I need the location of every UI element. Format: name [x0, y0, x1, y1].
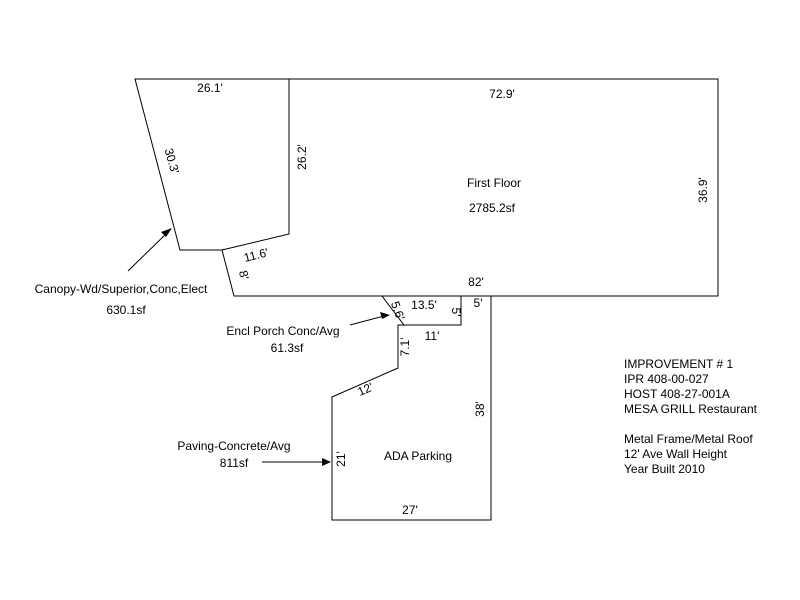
canopy-divider-wall — [221, 79, 290, 251]
canopy-callout-area: 630.1sf — [106, 303, 146, 317]
canopy-arrow-line — [127, 231, 169, 272]
info-line-ipr: IPR 408-00-027 — [624, 372, 709, 386]
first-floor-area: 2785.2sf — [469, 201, 516, 215]
info-line-name: MESA GRILL Restaurant — [624, 402, 758, 416]
porch-arrow-line — [349, 315, 385, 326]
dim-porch-right: 5' — [449, 308, 463, 317]
dim-parking-diagonal: 12' — [355, 380, 375, 399]
dim-canopy-left: 30.3' — [162, 147, 183, 176]
dim-parking-right: 38' — [473, 401, 487, 417]
porch-arrow-head — [380, 312, 390, 319]
dim-porch-top: 13.5' — [411, 298, 437, 312]
dim-porch-diagonal: 5.6' — [388, 299, 408, 322]
dim-canopy-top: 26.1' — [197, 81, 223, 95]
paving-arrow-head — [322, 458, 331, 466]
info-line-year-built: Year Built 2010 — [624, 462, 705, 476]
info-line-wall-height: 12' Ave Wall Height — [624, 447, 728, 461]
dim-porch-bottom: 11' — [425, 329, 440, 343]
canopy-arrow-head — [161, 228, 172, 237]
improvement-info-block: IMPROVEMENT # 1 IPR 408-00-027 HOST 408-… — [624, 357, 758, 476]
ada-parking-outline — [331, 296, 492, 521]
dim-canopy-bottom: 11.6' — [242, 245, 269, 265]
dim-parking-bottom: 27' — [402, 503, 418, 517]
dim-first-floor-bottom: 82' — [468, 275, 484, 289]
paving-callout-area: 811sf — [220, 456, 249, 470]
info-line-host: HOST 408-27-001A — [624, 387, 730, 401]
info-line-construction: Metal Frame/Metal Roof — [624, 432, 753, 446]
dim-parking-short-left: 7.1' — [398, 338, 412, 357]
enclosed-porch-outline — [380, 295, 462, 326]
canopy-callout-label: Canopy-Wd/Superior,Conc,Elect — [35, 282, 208, 296]
info-line-improvement: IMPROVEMENT # 1 — [624, 357, 733, 371]
dim-divider-wall: 26.2' — [295, 144, 309, 170]
dim-parking-notch: 5' — [474, 296, 483, 310]
ada-parking-label: ADA Parking — [384, 449, 452, 463]
dim-canopy-short-edge: 8' — [236, 269, 252, 281]
paving-callout-label: Paving-Concrete/Avg — [177, 439, 290, 453]
porch-callout-label: Encl Porch Conc/Avg — [226, 324, 339, 338]
porch-callout-area: 61.3sf — [271, 341, 304, 355]
main-building-outline — [134, 78, 719, 297]
first-floor-label: First Floor — [467, 176, 521, 190]
dim-first-floor-right: 36.9' — [696, 177, 710, 203]
dim-first-floor-top: 72.9' — [489, 87, 515, 101]
dim-parking-left: 21' — [334, 451, 348, 467]
